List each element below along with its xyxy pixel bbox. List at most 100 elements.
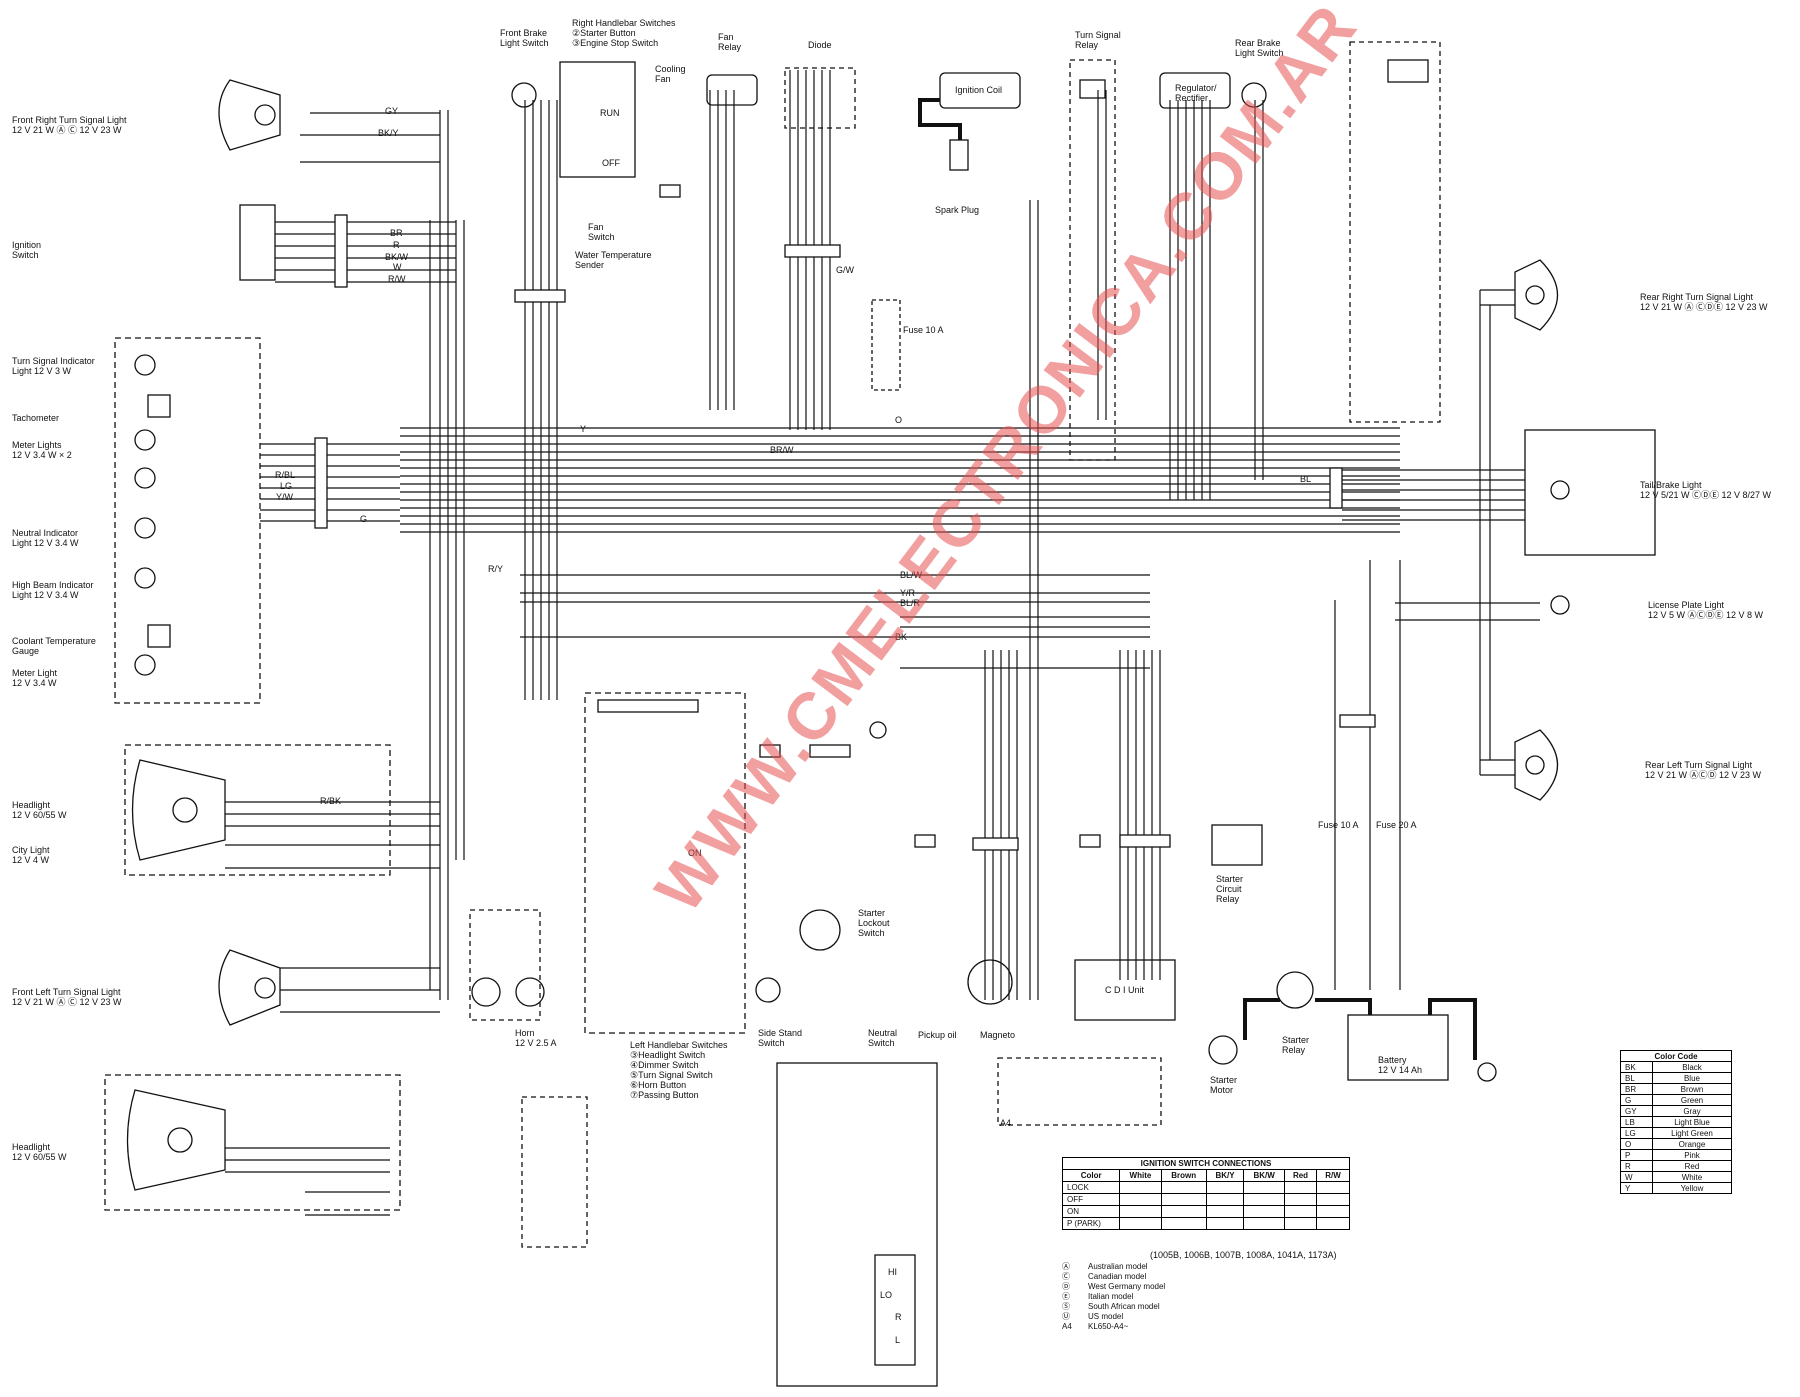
model-symbol: Ⓐ	[1062, 1262, 1070, 1271]
wire-label-o: O	[895, 415, 903, 425]
model-name: Australian model	[1088, 1262, 1148, 1271]
ignition-col-header: White	[1119, 1169, 1162, 1182]
model-symbol: Ⓒ	[1062, 1272, 1070, 1281]
wire-label-bky: BK/Y	[378, 128, 399, 138]
wire-label-gy: GY	[385, 106, 399, 116]
label-cooling-fan: Cooling Fan	[655, 64, 686, 84]
label-coolant-gauge: Coolant Temperature Gauge	[12, 636, 96, 656]
wire-label-bk: BK	[895, 632, 908, 642]
ignition-cell	[1316, 1205, 1350, 1218]
pos-l: L	[895, 1335, 901, 1345]
color-code-name: White	[1651, 1171, 1733, 1183]
wire-label-yw: Y/W	[276, 492, 293, 502]
label-right-handlebar: Right Handlebar Switches ②Starter Button…	[572, 18, 676, 48]
ignition-cell	[1160, 1217, 1207, 1230]
wire-label-blr: BL/R	[900, 598, 921, 608]
color-code-abbr: P	[1620, 1149, 1653, 1161]
ignition-row: LOCK	[1061, 1181, 1350, 1194]
label-starter-relay: Starter Relay	[1282, 1035, 1310, 1055]
connectors	[314, 184, 1376, 851]
label-neutral-switch: Neutral Switch	[868, 1028, 898, 1048]
label-starter-circuit-relay: Starter Circuit Relay	[1216, 874, 1244, 904]
label-rear-left-turn: Rear Left Turn Signal Light 12 V 21 W ⒶⒸ…	[1645, 760, 1762, 780]
label-starter-motor: Starter Motor	[1210, 1075, 1238, 1095]
color-code-abbr: LG	[1620, 1127, 1653, 1139]
right-runs	[1342, 289, 1540, 776]
horn-dashed	[469, 909, 541, 1021]
right-top-box	[1387, 59, 1429, 83]
label-headlight-alt: Headlight 12 V 60/55 W	[12, 1142, 67, 1162]
ignition-row: OFF	[1061, 1193, 1350, 1206]
ignition-col-header: BK/W	[1243, 1169, 1285, 1182]
ignition-coil-cable	[918, 98, 962, 140]
turn-relay-dashed	[1069, 59, 1116, 461]
model-symbol: A4	[1062, 1322, 1072, 1331]
model-name: KL650-A4~	[1088, 1322, 1129, 1331]
color-code-name: Green	[1651, 1094, 1733, 1106]
wire-label-brw: BR/W	[770, 445, 794, 455]
ignition-cell	[1119, 1181, 1162, 1194]
label-fuse-20a: Fuse 20 A	[1376, 820, 1417, 830]
rear-brake-switch-circle	[1241, 82, 1267, 108]
ignition-col-header: R/W	[1316, 1169, 1350, 1182]
ignition-cell	[1160, 1205, 1207, 1218]
ignition-cell	[1283, 1193, 1318, 1206]
label-meter-lights: Meter Lights 12 V 3.4 W × 2	[12, 440, 72, 460]
wire-label-r: R	[393, 240, 400, 250]
main-harness	[400, 427, 1400, 669]
color-code-abbr: Y	[1620, 1182, 1653, 1194]
label-magneto: Magneto	[980, 1030, 1016, 1040]
label-ignition-coil: Ignition Coil	[955, 85, 1003, 95]
fan-relay-box	[706, 74, 758, 106]
label-high-beam: High Beam Indicator Light 12 V 3.4 W	[12, 580, 94, 600]
label-headlight: Headlight 12 V 60/55 W	[12, 800, 67, 820]
color-code-name: Gray	[1651, 1105, 1733, 1117]
turn-relay-box	[1079, 79, 1106, 99]
label-tail-brake: Tail/Brake Light 12 V 5/21 W ⒸⒹⒺ 12 V 8/…	[1640, 480, 1772, 500]
label-water-temp: Water Temperature Sender	[575, 250, 652, 270]
label-front-left-turn: Front Left Turn Signal Light 12 V 21 W Ⓐ…	[12, 987, 122, 1007]
ignition-cell	[1119, 1205, 1162, 1218]
color-code-name: Brown	[1651, 1083, 1733, 1095]
ignition-coil-box	[939, 72, 1021, 109]
ignition-row-label: ON	[1061, 1205, 1121, 1218]
pos-hi: HI	[888, 1267, 897, 1277]
pos-r: R	[895, 1312, 902, 1322]
model-name: US model	[1088, 1312, 1124, 1321]
color-code-name: Light Blue	[1651, 1116, 1733, 1128]
model-symbol: Ⓔ	[1062, 1292, 1070, 1301]
color-code-name: Red	[1651, 1160, 1733, 1172]
wire-label-lg: LG	[280, 481, 293, 491]
ignition-row: P (PARK)	[1061, 1217, 1350, 1230]
battery-box	[1347, 1014, 1449, 1081]
label-rear-right-turn: Rear Right Turn Signal Light 12 V 21 W Ⓐ…	[1640, 292, 1768, 312]
starter-circuit-relay-box	[1211, 824, 1263, 866]
headlight-alt-assembly	[104, 1074, 401, 1211]
ignition-row-label: P (PARK)	[1061, 1217, 1121, 1230]
starter-motor-circle	[1208, 1035, 1238, 1065]
pos-off: OFF	[602, 158, 620, 168]
ignition-row-label: LOCK	[1061, 1181, 1121, 1194]
label-fan-switch: Fan Switch	[588, 222, 615, 242]
wire-label-rbk: R/BK	[320, 796, 342, 806]
wire-label-w: W	[393, 262, 402, 272]
horn-1	[471, 977, 501, 1007]
starter-cable	[1243, 998, 1280, 1040]
ignition-cell	[1243, 1193, 1285, 1206]
right-top-dashed	[1349, 41, 1441, 423]
color-code-name: Light Green	[1651, 1127, 1733, 1139]
color-code-abbr: O	[1620, 1138, 1653, 1150]
rear-left-turn-lamp	[1514, 729, 1559, 801]
rear-right-turn-lamp	[1514, 259, 1559, 331]
color-code-abbr: BL	[1620, 1072, 1653, 1084]
